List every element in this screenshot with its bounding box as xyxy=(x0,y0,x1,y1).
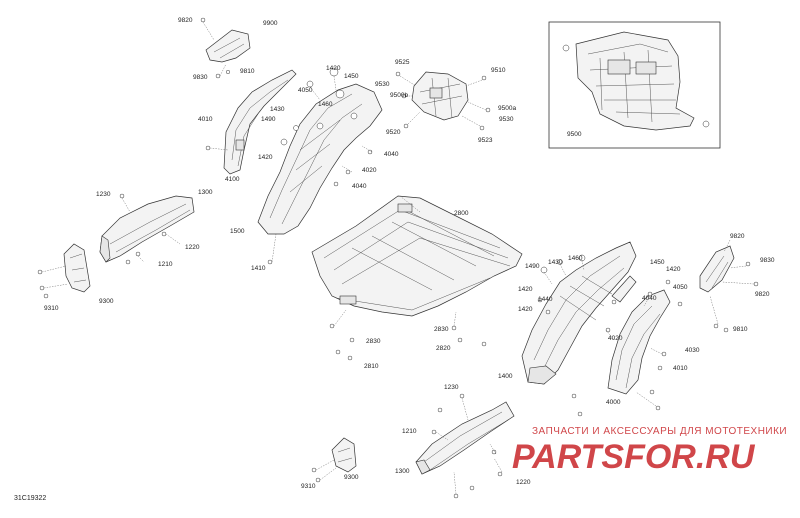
label-4040-a: 4040 xyxy=(384,151,399,158)
label-1300-right: 1300 xyxy=(395,468,410,475)
label-9830-top: 9830 xyxy=(193,74,208,81)
right-rocker-panel-1300 xyxy=(415,393,515,499)
label-9820-right-bottom: 9820 xyxy=(755,291,770,298)
bracket-assembly-9500a xyxy=(395,71,491,131)
watermark-tagline: ЗАПЧАСТИ И АКСЕССУАРЫ ДЛЯ МОТОТЕХНИКИ xyxy=(532,426,787,437)
right-roll-cage-pillar xyxy=(605,275,683,411)
label-4020-right: 4020 xyxy=(608,335,623,342)
right-upper-bracket xyxy=(699,239,759,333)
floor-pan-2800 xyxy=(311,195,523,361)
label-1490-right: 1490 xyxy=(525,263,540,270)
label-4000: 4000 xyxy=(606,399,621,406)
label-2830-b: 2830 xyxy=(434,326,449,333)
label-4030: 4030 xyxy=(685,347,700,354)
label-9830-right: 9830 xyxy=(760,257,775,264)
label-1460-right: 1460 xyxy=(568,255,583,262)
label-9500a: 9500a xyxy=(498,105,516,112)
label-1430-right: 1430 xyxy=(548,259,563,266)
label-9820-top: 9820 xyxy=(178,17,193,24)
diagram-code: 31C19322 xyxy=(14,495,46,502)
label-1420-right-a: 1420 xyxy=(518,286,533,293)
label-1450-top: 1450 xyxy=(344,73,359,80)
inset-detail-panel: 9500 xyxy=(548,21,721,149)
left-roll-cage-pillar xyxy=(205,69,297,175)
label-9810-right: 9810 xyxy=(733,326,748,333)
label-4100: 4100 xyxy=(225,176,240,183)
label-4050-right: 4050 xyxy=(673,284,688,291)
label-1210-left: 1210 xyxy=(158,261,173,268)
label-9520: 9520 xyxy=(386,129,401,136)
label-9810-top: 9810 xyxy=(240,68,255,75)
label-4010-left: 4010 xyxy=(198,116,213,123)
left-frame-panel-1500 xyxy=(257,67,383,265)
label-9820-right-top: 9820 xyxy=(730,233,745,240)
label-1500: 1500 xyxy=(230,228,245,235)
watermark: ЗАПЧАСТИ И АКСЕССУАРЫ ДЛЯ МОТОТЕХНИКИ PA… xyxy=(512,426,787,476)
label-2800: 2800 xyxy=(454,210,469,217)
label-4020-left: 4020 xyxy=(362,167,377,174)
label-9500b: 9500b xyxy=(390,92,408,99)
label-1230-left: 1230 xyxy=(96,191,111,198)
left-rocker-panel-1300 xyxy=(99,193,195,265)
label-2830-a: 2830 xyxy=(366,338,381,345)
label-9300-right: 9300 xyxy=(344,474,359,481)
label-4040-b: 4040 xyxy=(352,183,367,190)
label-4040-right: 4040 xyxy=(642,295,657,302)
label-1420-right-b: 1420 xyxy=(518,306,533,313)
label-1220-right: 1220 xyxy=(516,479,531,486)
label-9530-top: 9530 xyxy=(375,81,390,88)
label-9525: 9525 xyxy=(395,59,410,66)
right-frame-panel-1400 xyxy=(521,241,637,417)
label-1430-left: 1430 xyxy=(270,106,285,113)
label-9300-left: 9300 xyxy=(99,298,114,305)
label-2810: 2810 xyxy=(364,363,379,370)
label-1300-left: 1300 xyxy=(198,189,213,196)
label-1490-left: 1490 xyxy=(261,116,276,123)
label-1440: 1440 xyxy=(538,296,553,303)
label-1420-mid: 1420 xyxy=(258,154,273,161)
label-2820: 2820 xyxy=(436,345,451,352)
label-4010-right: 4010 xyxy=(673,365,688,372)
label-1220-left: 1220 xyxy=(185,244,200,251)
label-9500: 9500 xyxy=(567,131,582,138)
label-9900: 9900 xyxy=(263,20,278,27)
right-bracket-9300 xyxy=(311,437,357,483)
watermark-brand: PARTSFOR.RU xyxy=(512,438,756,476)
label-1410-left: 1410 xyxy=(251,265,266,272)
label-9310-left: 9310 xyxy=(44,305,59,312)
label-1420-right-top: 1420 xyxy=(666,266,681,273)
upper-bracket-9900 xyxy=(200,17,251,79)
label-1210-right: 1210 xyxy=(402,428,417,435)
left-bracket-9300 xyxy=(37,243,91,299)
inset-bracket-9500 xyxy=(562,31,710,131)
label-1400: 1400 xyxy=(498,373,513,380)
label-9510: 9510 xyxy=(491,67,506,74)
label-1230-right: 1230 xyxy=(444,384,459,391)
label-9523: 9523 xyxy=(478,137,493,144)
label-4050-left: 4050 xyxy=(298,87,313,94)
label-9310-right: 9310 xyxy=(301,483,316,490)
label-1460-left: 1460 xyxy=(318,101,333,108)
label-1450-right: 1450 xyxy=(650,259,665,266)
label-1420-top: 1420 xyxy=(326,65,341,72)
label-9530-bottom: 9530 xyxy=(499,116,514,123)
